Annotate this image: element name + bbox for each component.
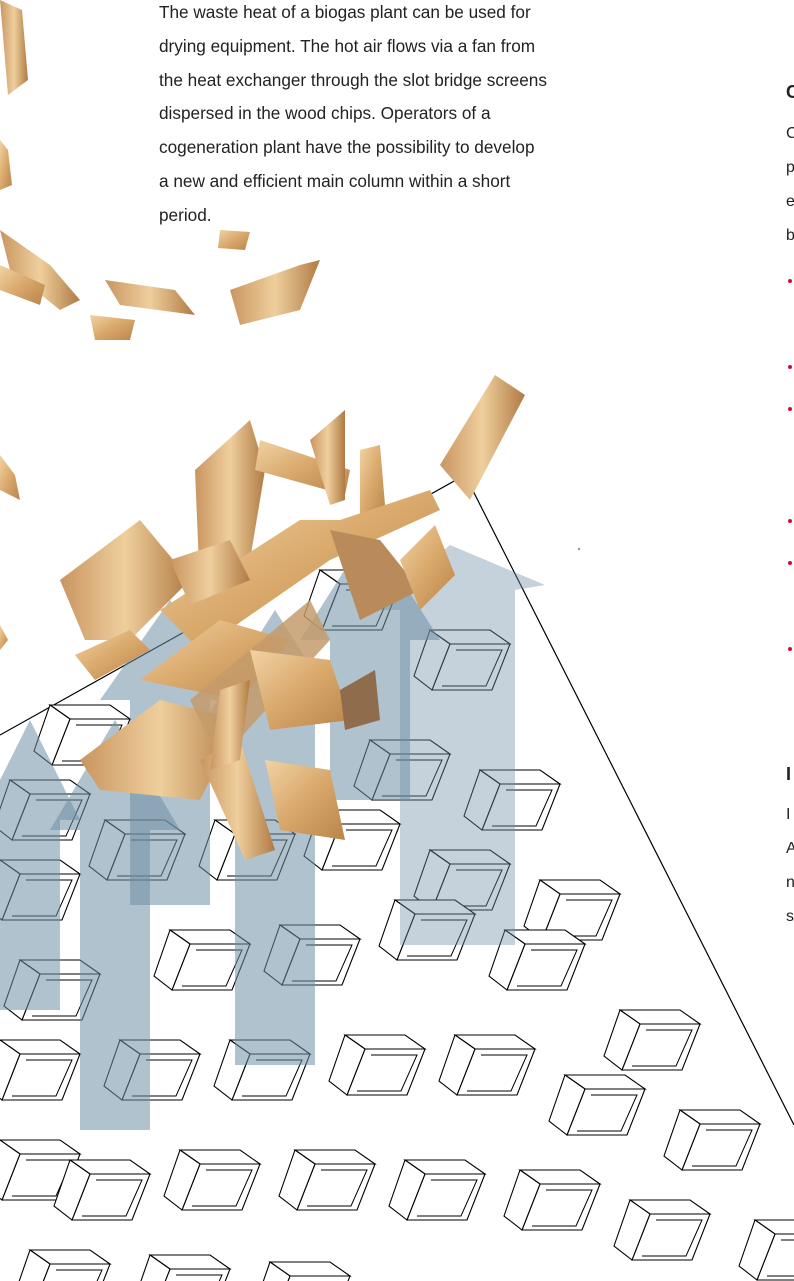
intro-line: drying equipment. The hot air flows via … — [159, 30, 719, 64]
body-fragment: A — [786, 840, 794, 858]
body-fragment: b — [786, 227, 794, 245]
bullet-marker — [788, 279, 792, 283]
section-heading-1-fragment: C — [786, 82, 794, 103]
section-heading-2-fragment: I — [786, 764, 791, 785]
bullet-marker — [788, 519, 792, 523]
intro-line: The waste heat of a biogas plant can be … — [159, 0, 719, 30]
bullet-marker — [788, 407, 792, 411]
intro-line: period. — [159, 199, 719, 233]
body-fragment: p — [786, 159, 794, 177]
bullet-marker — [788, 647, 792, 651]
body-fragment: n — [786, 874, 794, 892]
body-fragment: s — [786, 908, 794, 926]
intro-line: cogeneration plant have the possibility … — [159, 131, 719, 165]
right-column-clipped: C C p e b I I A n s — [786, 0, 794, 1281]
stray-dot — [578, 548, 580, 550]
intro-line: a new and efficient main column within a… — [159, 165, 719, 199]
bullet-marker — [788, 365, 792, 369]
intro-paragraph: The waste heat of a biogas plant can be … — [159, 0, 719, 233]
intro-line: the heat exchanger through the slot brid… — [159, 64, 719, 98]
bullet-marker — [788, 561, 792, 565]
body-fragment: e — [786, 193, 794, 211]
body-fragment: C — [786, 125, 794, 143]
body-fragment: I — [786, 806, 790, 824]
intro-line: dispersed in the wood chips. Operators o… — [159, 97, 719, 131]
